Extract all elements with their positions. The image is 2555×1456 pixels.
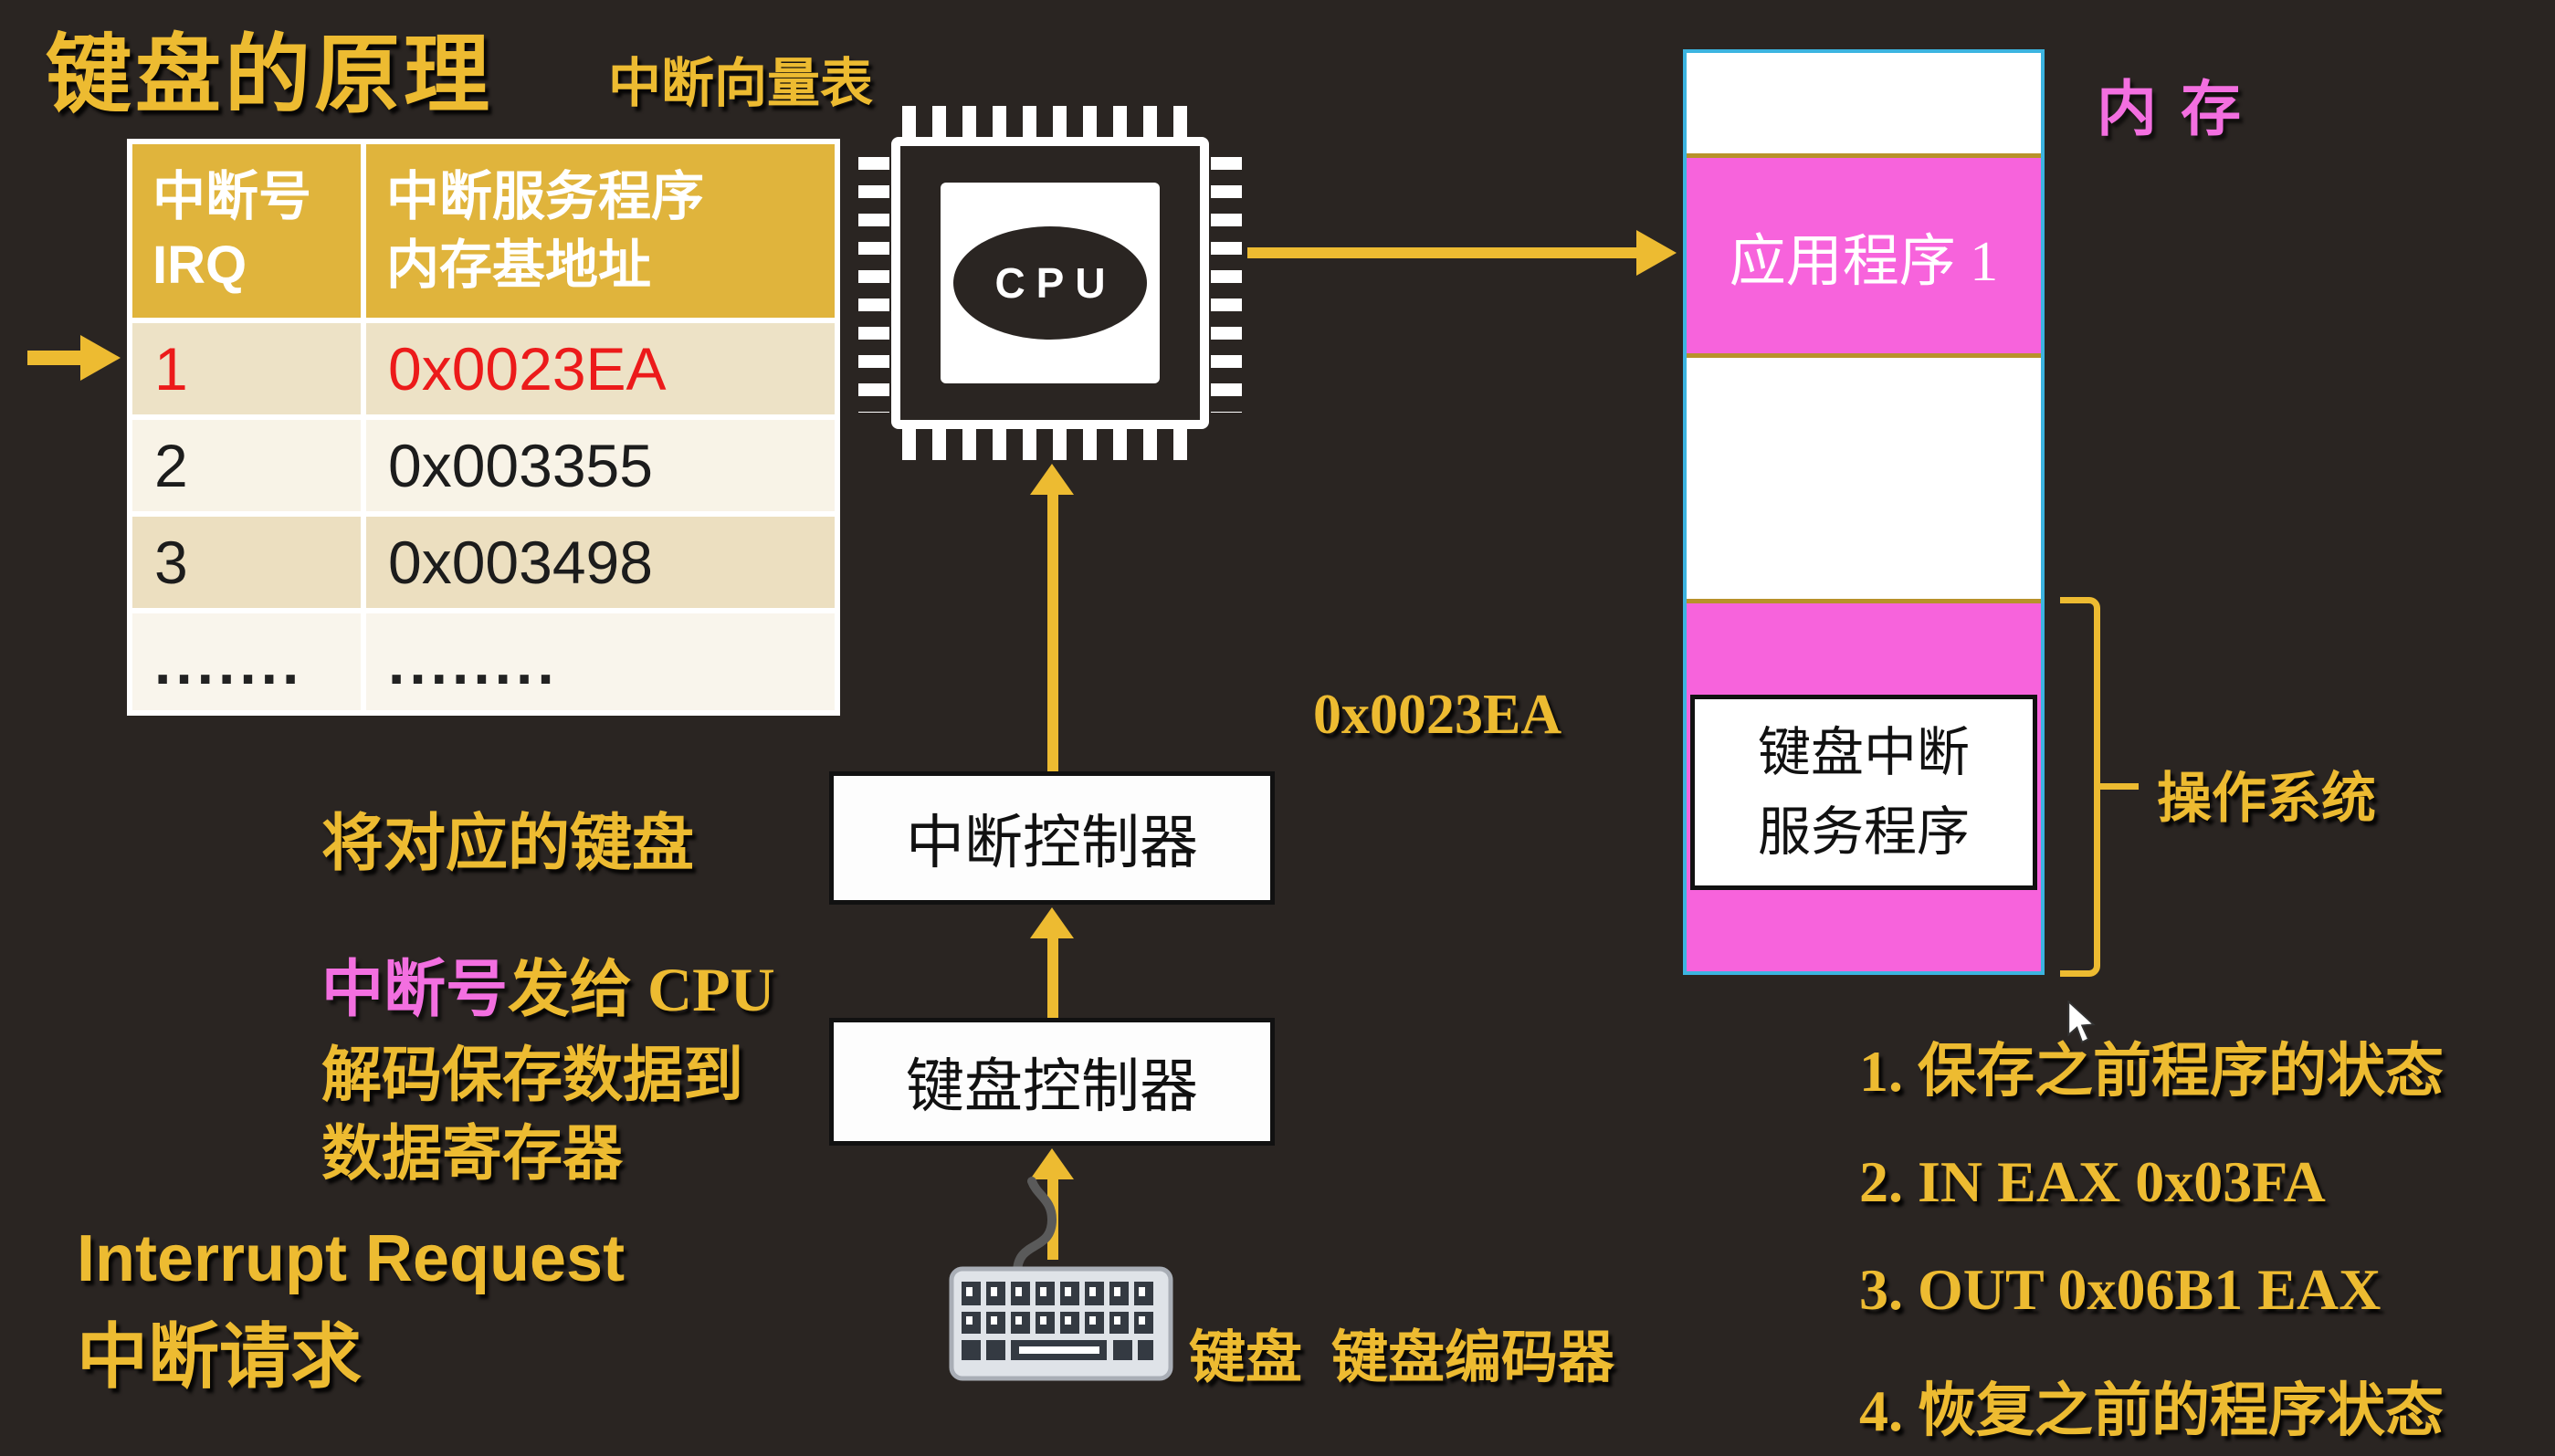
row1-pointer-arrowhead-icon	[80, 335, 121, 381]
keyboard-encoder-label: 键盘编码器	[1331, 1327, 1615, 1389]
cell-addr-1: 0x0023EA	[366, 323, 835, 414]
memory-map: 应用程序 1 键盘中断 服务程序	[1683, 49, 2045, 975]
cell-irq-dots: .......	[132, 613, 361, 710]
cpu-body: CPU	[891, 137, 1209, 429]
cell-addr-2: 0x003355	[366, 420, 835, 511]
cpu-pins-top	[902, 106, 1198, 137]
controller-to-cpu-arrowhead-icon	[1030, 464, 1074, 495]
cpu-label: CPU	[994, 259, 1117, 307]
os-label: 操作系统	[2157, 769, 2376, 829]
memory-label: 内存	[2097, 77, 2265, 143]
table-header-irq: 中断号 IRQ	[132, 144, 361, 318]
interrupt-controller-box: 中断控制器	[829, 771, 1275, 905]
cpu-pins-bottom	[902, 429, 1198, 460]
isr-step-2: 2. IN EAX 0x03FA	[1859, 1149, 2326, 1214]
interrupt-vector-table: 中断号 IRQ 中断服务程序 内存基地址 1 0x0023EA 2 0x0033…	[127, 139, 840, 716]
keyboard-isr-box: 键盘中断 服务程序	[1690, 695, 2037, 890]
isr-step-3: 3. OUT 0x06B1 EAX	[1859, 1257, 2382, 1322]
memory-free-block-top	[1687, 53, 2041, 153]
app-block-label: 应用程序 1	[1729, 231, 1999, 293]
isr-step-1: 1. 保存之前程序的状态	[1859, 1039, 2444, 1104]
cpu-to-memory-arrow	[1247, 247, 1638, 258]
interrupt-vector-table-label: 中断向量表	[608, 54, 874, 113]
irq-number-highlight: 中断号	[321, 955, 509, 1024]
memory-app-block: 应用程序 1	[1687, 153, 2041, 358]
keyboard-label: 键盘	[1189, 1327, 1303, 1389]
decode-note-line1: 解码保存数据到	[321, 1042, 743, 1109]
cpu-die: CPU	[941, 183, 1160, 383]
send-irq-note-rest: 发给 CPU	[508, 955, 775, 1024]
isr-address-label: 0x0023EA	[1313, 684, 1562, 746]
isr-step-4: 4. 恢复之前的程序状态	[1859, 1378, 2444, 1443]
cpu-pins-right	[1211, 157, 1242, 413]
cpu-ellipse: CPU	[953, 226, 1147, 340]
keyboard-cable	[1013, 1177, 1057, 1277]
cell-irq-3: 3	[132, 517, 361, 608]
os-bracket-tick	[2100, 783, 2139, 790]
send-irq-note-line1: 将对应的键盘	[321, 809, 695, 878]
table-header-isr-address: 中断服务程序 内存基地址	[366, 144, 835, 318]
cpu-pins-left	[858, 157, 889, 413]
kbdctrl-to-intctrl-arrow	[1047, 935, 1058, 1018]
cell-addr-dots: ........	[366, 613, 835, 710]
mouse-cursor-icon	[2067, 1000, 2096, 1043]
controller-to-cpu-arrow	[1047, 493, 1058, 771]
send-irq-note-line2: 中断号发给 CPU	[321, 938, 775, 1029]
kbdctrl-to-intctrl-arrowhead-icon	[1030, 907, 1074, 938]
isr-label-line1: 键盘中断	[1757, 723, 1970, 782]
cell-addr-3: 0x003498	[366, 517, 835, 608]
memory-os-block: 键盘中断 服务程序	[1687, 599, 2041, 971]
interrupt-request-en-label: Interrupt Request	[77, 1222, 626, 1295]
cpu-chip-icon: CPU	[858, 106, 1242, 460]
memory-free-block-middle	[1687, 358, 2041, 599]
decode-note-line2: 数据寄存器	[321, 1121, 623, 1188]
isr-steps-list: 1. 保存之前程序的状态 2. IN EAX 0x03FA 3. OUT 0x0…	[1859, 1024, 2444, 1456]
keyboard-icon	[949, 1177, 1173, 1381]
isr-label-line2: 服务程序	[1757, 802, 1970, 862]
interrupt-request-zh-label: 中断请求	[77, 1316, 363, 1397]
cpu-to-memory-arrowhead-icon	[1636, 230, 1677, 276]
keyboard-to-kbdctrl-arrowhead-icon	[1030, 1148, 1074, 1179]
os-bracket-icon	[2060, 597, 2100, 977]
cell-irq-2: 2	[132, 420, 361, 511]
row1-pointer-arrow	[27, 351, 82, 365]
page-title: 键盘的原理	[46, 28, 494, 123]
cell-irq-1: 1	[132, 323, 361, 414]
keyboard-controller-box: 键盘控制器	[829, 1018, 1275, 1146]
